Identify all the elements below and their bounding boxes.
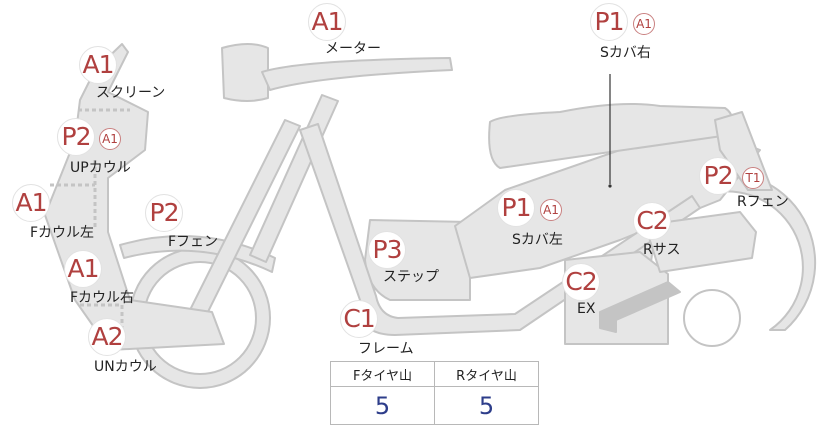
tire-tread-table: Fタイヤ山 Rタイヤ山 5 5 <box>330 361 539 425</box>
up-cowl-label: UPカウル <box>70 160 131 176</box>
screen-label: スクリーン <box>96 85 166 101</box>
r-fender-grade: P2 <box>699 157 737 195</box>
front-tire-header: Fタイヤ山 <box>330 361 435 387</box>
exhaust-label: EX <box>577 301 596 317</box>
frame-label: フレーム <box>358 341 414 357</box>
f-fender-label: Fフェン <box>168 234 219 250</box>
s-cover-left-label: Sカバ左 <box>512 232 563 248</box>
f-cowl-right-label: Fカウル右 <box>70 290 135 306</box>
step-label: ステップ <box>383 269 439 285</box>
s-cover-right-grade: P1 <box>590 3 628 41</box>
f-fender-grade: P2 <box>145 194 183 232</box>
up-cowl-subgrade: A1 <box>99 128 121 150</box>
r-suspension-label: Rサス <box>643 242 681 258</box>
frame-grade: C1 <box>340 300 378 338</box>
f-cowl-right-grade: A1 <box>64 250 102 288</box>
step-grade: P3 <box>368 231 406 269</box>
front-tire-value: 5 <box>330 386 435 425</box>
s-cover-right-label: Sカバ右 <box>600 45 651 61</box>
headlight <box>221 43 269 102</box>
un-cowl-label: UNカウル <box>94 359 157 375</box>
s-cover-left-grade: P1 <box>497 189 535 227</box>
exhaust-pipe <box>599 281 681 333</box>
s-cover-left-subgrade: A1 <box>540 199 562 221</box>
handlebar <box>261 57 453 91</box>
exhaust-grade: C2 <box>562 263 600 301</box>
r-fender-subgrade: T1 <box>742 167 764 189</box>
r-fender-label: Rフェン <box>737 194 789 210</box>
f-cowl-left-grade: A1 <box>12 184 50 222</box>
un-cowl-grade: A2 <box>88 318 126 356</box>
up-cowl-grade: P2 <box>57 118 95 156</box>
meter-label: メーター <box>325 41 381 57</box>
rear-tire-value: 5 <box>434 386 539 425</box>
s-cover-pointer-dot <box>608 184 612 188</box>
r-suspension-body <box>644 211 757 273</box>
rear-hub <box>683 289 741 347</box>
screen-grade: A1 <box>79 46 117 84</box>
s-cover-right-subgrade: A1 <box>633 13 655 35</box>
meter-grade: A1 <box>308 3 346 41</box>
f-cowl-left-label: Fカウル左 <box>30 225 95 241</box>
r-suspension-grade: C2 <box>633 202 671 240</box>
rear-tire-header: Rタイヤ山 <box>434 361 539 387</box>
